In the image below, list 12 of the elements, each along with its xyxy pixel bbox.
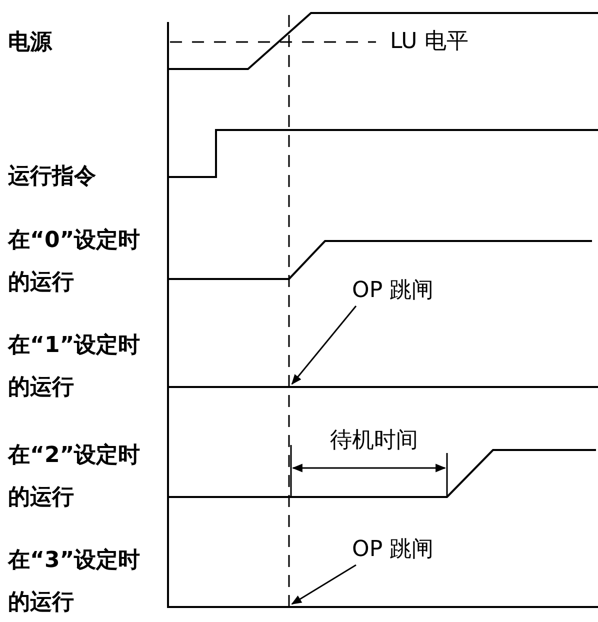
signal-label: 在“3”设定时的运行 [8,546,142,617]
signal-label: 运行指令 [8,163,96,191]
callout-text: OP 跳闸 [352,537,434,563]
signal-label: 电源 [8,29,52,57]
dimension-label: 待机时间 [330,427,418,455]
leader-line [291,564,356,605]
leader-line [291,306,357,385]
signal-label: 在“2”设定时的运行 [8,442,142,512]
callout-text: OP 跳闸 [352,278,434,304]
signal-label: 在“1”设定时的运行 [8,332,142,402]
signal-label: 在“0”设定时的运行 [8,226,142,297]
threshold-label: LU 电平 [390,28,468,56]
